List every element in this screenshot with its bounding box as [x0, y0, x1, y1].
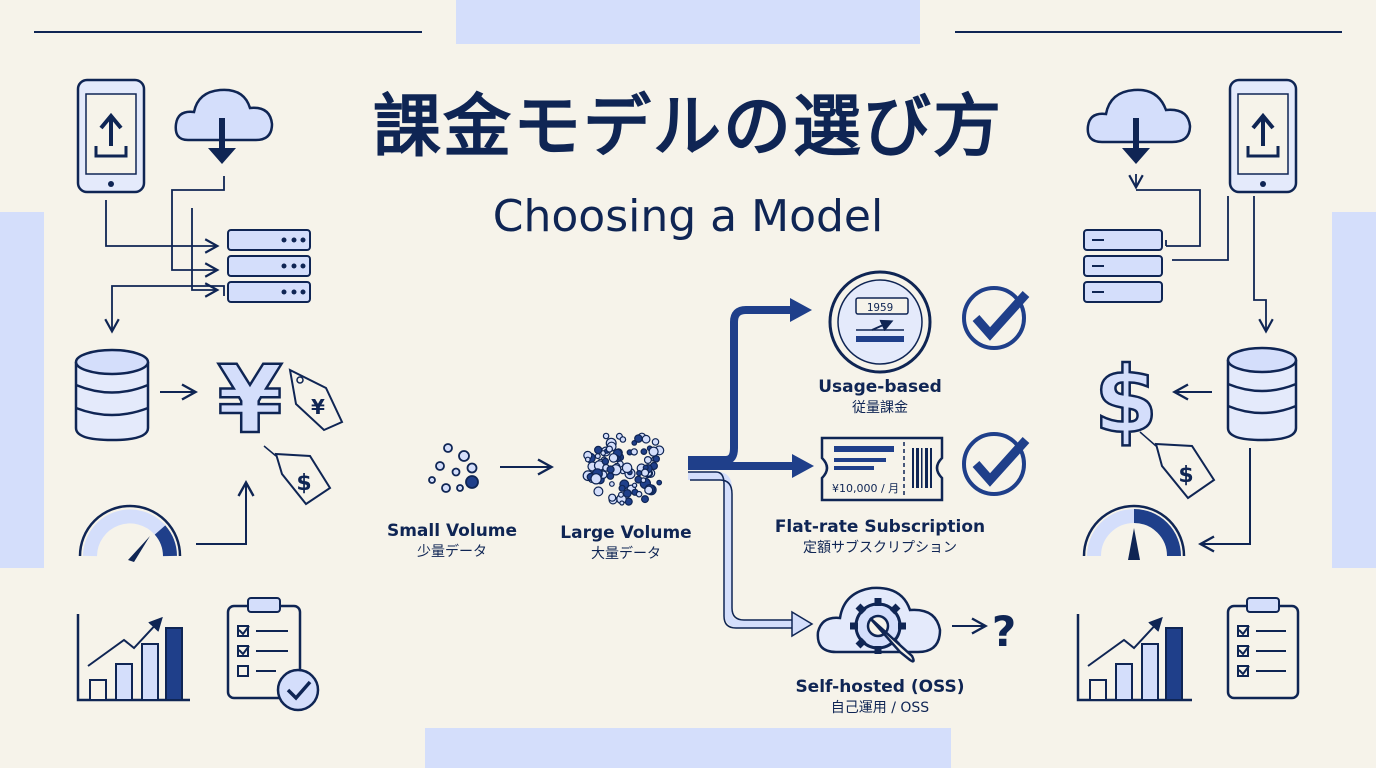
self-hosted-ja: 自己運用 / OSS [830, 700, 930, 716]
small-volume-dots-icon [428, 443, 479, 493]
data-dot [640, 495, 649, 504]
data-dot [608, 453, 619, 463]
right-dollar-tag-icon: $ [1139, 431, 1216, 500]
usage-based-ja: 従量課金 [852, 400, 908, 416]
right-database-icon [1226, 346, 1298, 442]
yen-symbol: ¥ [217, 346, 282, 455]
data-dot [590, 473, 602, 485]
data-dot [621, 462, 633, 474]
data-dot [634, 434, 643, 443]
right-bar-chart-icon [1076, 614, 1192, 702]
flat-rate-label: Flat-rate Subscription 定額サブスクリプション [770, 516, 990, 558]
data-dot [606, 465, 615, 474]
question-mark-icon: ? [992, 607, 1016, 656]
clipboard-check-icon [226, 597, 320, 712]
usage-check-icon [962, 286, 1030, 350]
bar-chart-icon [76, 614, 190, 702]
data-dot [636, 470, 643, 477]
data-dot [630, 448, 638, 456]
page-title: 課金モデルの選び方 [372, 88, 1003, 167]
data-dot [640, 477, 647, 484]
data-dot [643, 456, 652, 465]
cloud-gear-icon [816, 586, 942, 663]
dollar-price-tag-icon: $ [263, 445, 332, 506]
data-dot [644, 485, 654, 495]
small-volume-ja: 少量データ [417, 544, 487, 560]
data-dot [584, 456, 591, 463]
page-subtitle: Choosing a Model [492, 191, 884, 242]
large-volume-en: Large Volume [560, 523, 692, 543]
data-dot [640, 468, 650, 477]
data-dot [640, 448, 648, 456]
branch-arrows [688, 298, 814, 638]
gauge-to-tag-arrow [196, 480, 255, 545]
usage-meter-icon: 1959 [828, 270, 932, 374]
right-cloud-download-icon [1086, 88, 1192, 164]
small-volume-en: Small Volume [386, 521, 518, 541]
left-connector-lines [104, 176, 225, 334]
small-volume-label: Small Volume 少量データ [372, 520, 532, 562]
gauge-icon [78, 504, 182, 562]
database-icon [74, 348, 150, 442]
self-hosted-label: Self-hosted (OSS) 自己運用 / OSS [780, 676, 980, 718]
data-dot [631, 482, 638, 488]
subscription-ticket-icon [820, 436, 944, 502]
data-dot [656, 479, 663, 486]
flat-rate-ja: 定額サブスクリプション [803, 540, 957, 556]
subscription-check-icon [962, 432, 1030, 496]
self-hosted-en: Self-hosted (OSS) [795, 677, 965, 697]
large-volume-dots-icon [582, 432, 665, 506]
usage-based-label: Usage-based 従量課金 [780, 376, 980, 418]
data-dot [622, 489, 632, 498]
flat-rate-en: Flat-rate Subscription [774, 517, 986, 537]
data-dot [602, 432, 610, 440]
right-server-stack-icon [1083, 229, 1163, 303]
right-clipboard-icon [1226, 597, 1300, 700]
data-dot [609, 481, 615, 487]
right-dollar-icon: $ [1093, 346, 1160, 456]
data-dot [593, 486, 604, 497]
meter-digits: 1959 [867, 301, 894, 314]
usage-based-en: Usage-based [818, 377, 942, 397]
large-volume-ja: 大量データ [591, 546, 661, 562]
data-dot [608, 493, 617, 502]
data-dot [601, 457, 610, 466]
phone-upload-icon [76, 78, 146, 194]
data-dot [631, 440, 638, 446]
cloud-download-icon [174, 88, 274, 164]
data-dot [651, 438, 660, 446]
yen-icon: ¥ [216, 345, 284, 457]
data-dot [619, 436, 627, 443]
subscription-price: ¥10,000 / 月 [832, 482, 900, 495]
data-dot [619, 500, 625, 506]
yen-price-tag-icon: ¥ [288, 368, 344, 432]
data-dot [641, 434, 651, 444]
right-connector-to-gauge [1198, 448, 1251, 553]
large-volume-label: Large Volume 大量データ [546, 522, 706, 564]
data-dot [617, 491, 624, 498]
yen-tag-symbol: ¥ [311, 395, 325, 419]
right-phone-upload-icon [1228, 78, 1298, 194]
data-dot [606, 472, 615, 480]
right-gauge-icon [1082, 504, 1186, 560]
data-dot [594, 445, 603, 455]
right-connector-lines [1128, 174, 1274, 334]
data-dot [594, 453, 601, 460]
data-dot [648, 446, 659, 457]
data-dot [635, 490, 643, 498]
data-dot [605, 445, 614, 453]
server-stack-icon [227, 229, 311, 303]
right-dollar-tag-symbol: $ [1178, 463, 1193, 488]
dollar-symbol: $ [1094, 347, 1158, 454]
dollar-tag-symbol: $ [296, 471, 311, 496]
data-dot [652, 455, 661, 463]
data-dot [618, 484, 626, 492]
